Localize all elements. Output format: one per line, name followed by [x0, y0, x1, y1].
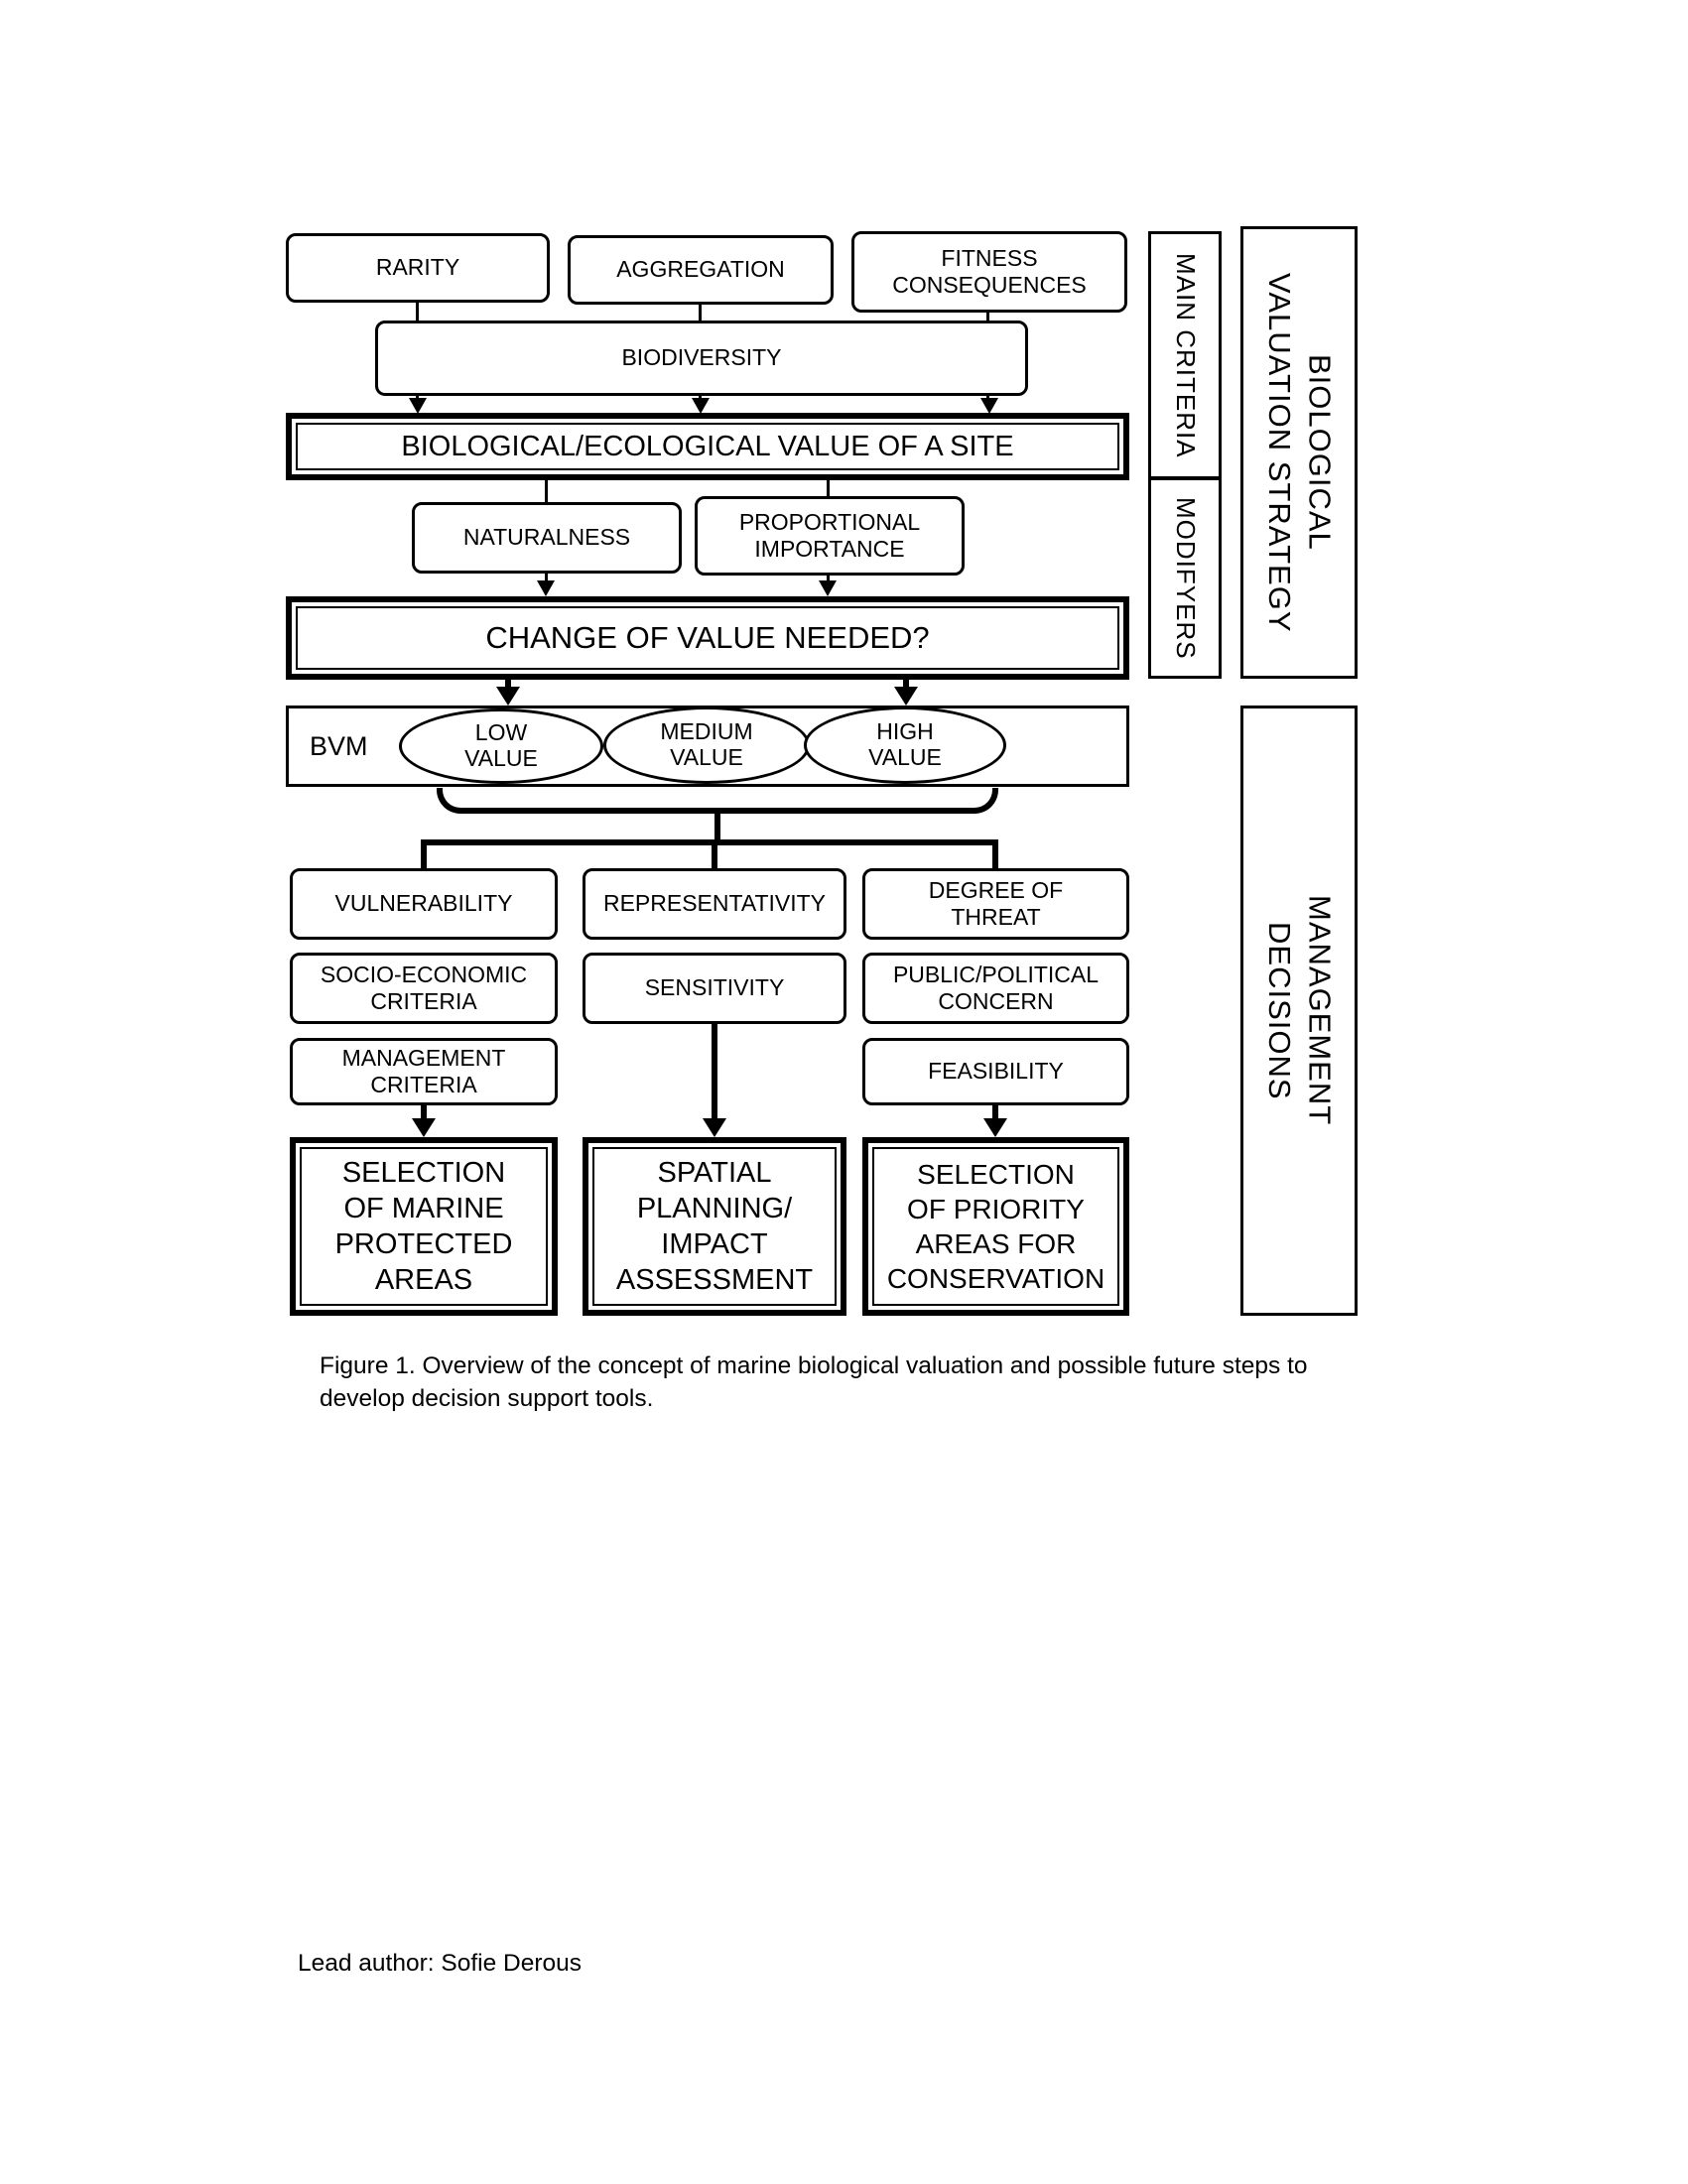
node-rarity: RARITY	[286, 233, 550, 303]
connector-branch-left	[421, 839, 427, 870]
connector-feasibility-to-selection	[992, 1105, 998, 1121]
arrowhead-aggregation-icon	[692, 398, 710, 414]
connector-value-to-proportional	[827, 480, 830, 498]
arrowhead-spatial-icon	[703, 1118, 726, 1137]
connector-branch-middle	[712, 839, 717, 870]
connector-bracket-stem	[714, 812, 720, 843]
node-spatial-planning-label: SPATIAL PLANNING/ IMPACT ASSESSMENT	[592, 1147, 837, 1306]
connector-value-to-naturalness	[545, 480, 548, 504]
connector-proportional-to-change	[827, 574, 830, 583]
arrowhead-selection-mpa-icon	[412, 1118, 436, 1137]
node-selection-priority-label: SELECTION OF PRIORITY AREAS FOR CONSERVA…	[872, 1147, 1119, 1306]
bracket-connector	[437, 788, 998, 814]
connector-change-to-bvm-right	[903, 680, 909, 690]
sidebar-modifyers: MODIFYERS	[1148, 477, 1222, 679]
sidebar-management-decisions: MANAGEMENT DECISIONS	[1240, 706, 1358, 1316]
node-public-political-concern: PUBLIC/POLITICAL CONCERN	[862, 953, 1129, 1024]
node-biodiversity: BIODIVERSITY	[375, 321, 1028, 396]
sidebar-valuation-strategy-label: BIOLOGICAL VALUATION STRATEGY	[1262, 272, 1338, 633]
node-site-value-label: BIOLOGICAL/ECOLOGICAL VALUE OF A SITE	[296, 423, 1119, 470]
node-medium-value: MEDIUM VALUE	[603, 707, 810, 784]
arrowhead-naturalness-icon	[537, 580, 555, 596]
node-change-of-value: CHANGE OF VALUE NEEDED?	[286, 596, 1129, 680]
node-management-criteria: MANAGEMENT CRITERIA	[290, 1038, 558, 1105]
sidebar-management-decisions-label: MANAGEMENT DECISIONS	[1262, 895, 1338, 1126]
node-site-value: BIOLOGICAL/ECOLOGICAL VALUE OF A SITE	[286, 413, 1129, 480]
node-high-value: HIGH VALUE	[804, 707, 1006, 784]
sidebar-valuation-strategy: BIOLOGICAL VALUATION STRATEGY	[1240, 226, 1358, 679]
connector-mgmt-to-selection	[421, 1105, 427, 1121]
node-vulnerability: VULNERABILITY	[290, 868, 558, 940]
connector-change-to-bvm-left	[505, 680, 511, 690]
arrowhead-rarity-icon	[409, 398, 427, 414]
lead-author-text: Lead author: Sofie Derous	[298, 1950, 583, 1977]
node-socio-economic-criteria: SOCIO-ECONOMIC CRITERIA	[290, 953, 558, 1024]
bvm-label: BVM	[310, 730, 368, 761]
arrowhead-bvm-left-icon	[496, 687, 520, 706]
sidebar-main-criteria: MAIN CRITERIA	[1148, 231, 1222, 479]
node-sensitivity: SENSITIVITY	[583, 953, 846, 1024]
node-feasibility: FEASIBILITY	[862, 1038, 1129, 1105]
node-fitness-consequences: FITNESS CONSEQUENCES	[851, 231, 1127, 313]
connector-naturalness-to-change	[545, 572, 548, 583]
connector-branch-right	[992, 839, 998, 870]
sidebar-main-criteria-label: MAIN CRITERIA	[1170, 252, 1201, 458]
node-representativity: REPRESENTATIVITY	[583, 868, 846, 940]
node-selection-priority: SELECTION OF PRIORITY AREAS FOR CONSERVA…	[862, 1137, 1129, 1316]
sidebar-modifyers-label: MODIFYERS	[1170, 496, 1201, 660]
figure-caption: Figure 1. Overview of the concept of mar…	[320, 1352, 1308, 1413]
node-spatial-planning: SPATIAL PLANNING/ IMPACT ASSESSMENT	[583, 1137, 846, 1316]
node-change-of-value-label: CHANGE OF VALUE NEEDED?	[296, 606, 1119, 670]
node-selection-mpa-label: SELECTION OF MARINE PROTECTED AREAS	[300, 1147, 548, 1306]
arrowhead-selection-priority-icon	[983, 1118, 1007, 1137]
connector-sensitivity-to-spatial	[712, 1022, 717, 1121]
arrowhead-proportional-icon	[819, 580, 837, 596]
node-proportional-importance: PROPORTIONAL IMPORTANCE	[695, 496, 965, 576]
arrowhead-bvm-right-icon	[894, 687, 918, 706]
connector-distributor	[421, 839, 998, 845]
node-low-value: LOW VALUE	[399, 708, 603, 784]
node-selection-mpa: SELECTION OF MARINE PROTECTED AREAS	[290, 1137, 558, 1316]
node-degree-of-threat: DEGREE OF THREAT	[862, 868, 1129, 940]
node-naturalness: NATURALNESS	[412, 502, 682, 574]
node-aggregation: AGGREGATION	[568, 235, 834, 305]
arrowhead-fitness-icon	[980, 398, 998, 414]
